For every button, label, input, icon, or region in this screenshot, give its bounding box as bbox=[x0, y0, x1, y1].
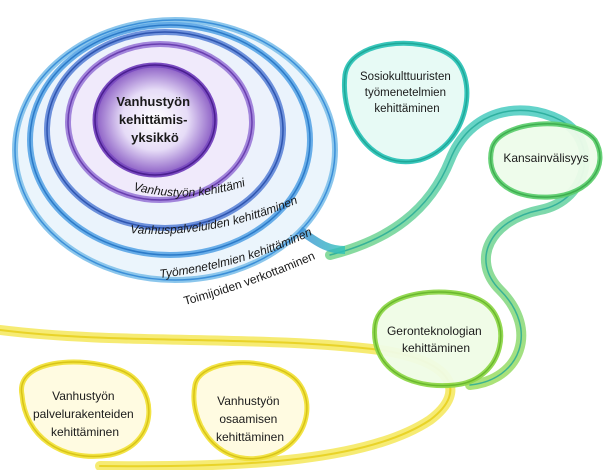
palvelurakenteet-line-1: Vanhustyön bbox=[52, 389, 115, 403]
osaaminen-line-2: osaamisen bbox=[219, 412, 277, 426]
center-line-2: kehittämis- bbox=[119, 112, 188, 127]
sosio-line-2: työmenetelmien bbox=[365, 87, 446, 99]
loop-palvelurakenteet bbox=[19, 359, 152, 459]
center-line-1: Vanhustyön bbox=[116, 94, 190, 109]
geronteknologia-line-1: Geronteknologian bbox=[387, 324, 482, 338]
sosio-line-3: kehittäminen bbox=[374, 103, 439, 115]
blue-ribbon-tail bbox=[297, 226, 346, 254]
osaaminen-label: Vanhustyön osaamisen kehittäminen bbox=[216, 394, 284, 444]
osaaminen-line-3: kehittäminen bbox=[216, 430, 284, 444]
geronteknologia-line-2: kehittäminen bbox=[402, 341, 470, 355]
center-title: Vanhustyön kehittämis- yksikkö bbox=[116, 94, 193, 145]
loop-geronteknologia bbox=[372, 289, 504, 389]
loop-kansainvalisyys bbox=[488, 121, 603, 200]
sosio-line-1: Sosiokulttuuristen bbox=[360, 71, 451, 83]
kansainvalisyys-label: Kansainvälisyys bbox=[503, 151, 588, 165]
osaaminen-line-1: Vanhustyön bbox=[217, 394, 280, 408]
palvelurakenteet-line-2: palvelurakenteiden bbox=[33, 407, 134, 421]
geronteknologia-label: Geronteknologian kehittäminen bbox=[387, 324, 485, 355]
palvelurakenteet-label: Vanhustyön palvelurakenteiden kehittämin… bbox=[33, 389, 137, 439]
kansainvalisyys-line-1: Kansainvälisyys bbox=[503, 151, 588, 165]
core-circle bbox=[92, 62, 218, 178]
palvelurakenteet-line-3: kehittäminen bbox=[51, 425, 119, 439]
sosio-label: Sosiokulttuuristen työmenetelmien kehitt… bbox=[360, 71, 454, 115]
loop-osaaminen bbox=[191, 360, 310, 462]
center-line-3: yksikkö bbox=[131, 130, 179, 145]
loop-sosio bbox=[341, 40, 470, 165]
